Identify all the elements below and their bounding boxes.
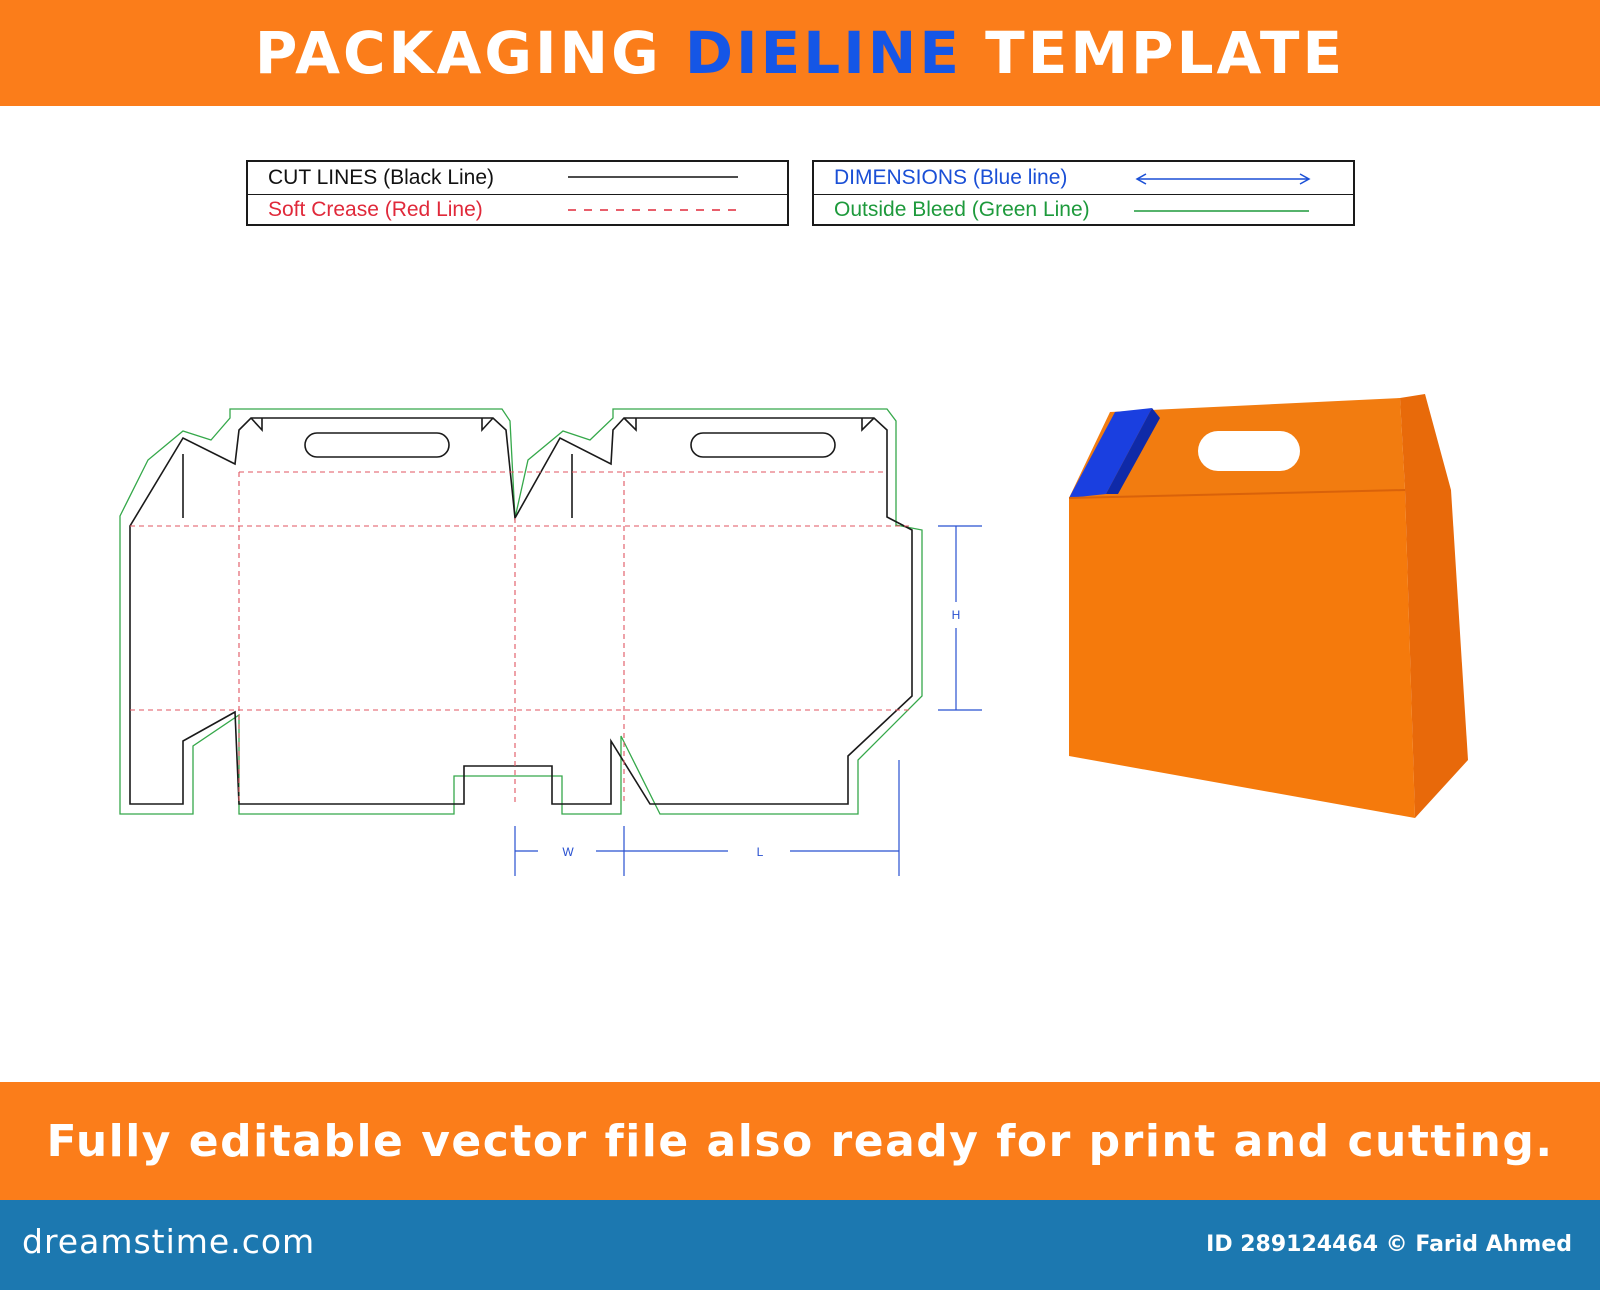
box-preview	[1068, 394, 1468, 818]
box-accent-fold	[1106, 408, 1160, 494]
cut-lines	[129, 417, 913, 805]
dimension-arrow-sample	[1135, 173, 1311, 185]
bottom-banner-text: Fully editable vector file also ready fo…	[46, 1115, 1554, 1167]
legend-right: DIMENSIONS (Blue line) Outside Bleed (Gr…	[812, 160, 1355, 226]
dimension-lines	[514, 525, 982, 876]
title-highlight: DIELINE	[684, 19, 962, 87]
footer-brand: dreamstime.com	[22, 1222, 316, 1261]
footer-credit: ID 289124464 © Farid Ahmed	[1206, 1232, 1572, 1257]
box-fold-line	[1068, 489, 1406, 499]
notch-2-right	[861, 417, 875, 432]
cut-line-sample	[568, 176, 738, 178]
height-dimension-label: H	[952, 608, 961, 622]
notch-1-left	[250, 417, 263, 433]
legend-label-dimensions: DIMENSIONS (Blue line)	[834, 166, 1068, 189]
legend-row-outside-bleed: Outside Bleed (Green Line)	[814, 194, 1353, 226]
title-part-1: PACKAGING	[254, 19, 662, 87]
soft-crease-sample	[568, 209, 738, 211]
box-side-face	[1405, 490, 1468, 818]
outside-bleed-sample	[1134, 210, 1309, 212]
notch-1-right	[481, 417, 494, 433]
page-title: PACKAGING DIELINE TEMPLATE	[255, 19, 1345, 87]
dieline-cut-outline	[129, 417, 913, 805]
bottom-banner: Fully editable vector file also ready fo…	[0, 1082, 1600, 1200]
handle-cutout-1	[304, 432, 450, 458]
outside-bleed-outline	[119, 408, 923, 815]
handle-cutout-2	[690, 432, 836, 458]
soft-crease-lines	[130, 471, 912, 804]
notch-2-left	[623, 417, 637, 432]
legend-row-cut-lines: CUT LINES (Black Line)	[248, 162, 787, 195]
legend-row-dimensions: DIMENSIONS (Blue line)	[814, 162, 1353, 195]
box-top-gable-side	[1400, 394, 1451, 490]
legend-row-soft-crease: Soft Crease (Red Line)	[248, 194, 787, 226]
legend-left: CUT LINES (Black Line) Soft Crease (Red …	[246, 160, 789, 226]
legend-label-outside-bleed: Outside Bleed (Green Line)	[834, 198, 1090, 221]
box-front-face	[1069, 490, 1415, 818]
length-dimension-label: L	[757, 845, 764, 859]
width-dimension-label: W	[562, 845, 574, 859]
box-handle-cutout	[1198, 431, 1300, 471]
legend-label-soft-crease: Soft Crease (Red Line)	[268, 198, 483, 221]
top-banner: PACKAGING DIELINE TEMPLATE	[0, 0, 1600, 106]
footer: dreamstime.com ID 289124464 © Farid Ahme…	[0, 1200, 1600, 1290]
box-top-accent	[1069, 408, 1152, 498]
title-part-2: TEMPLATE	[985, 19, 1346, 87]
legend-label-cut-lines: CUT LINES (Black Line)	[268, 166, 495, 189]
